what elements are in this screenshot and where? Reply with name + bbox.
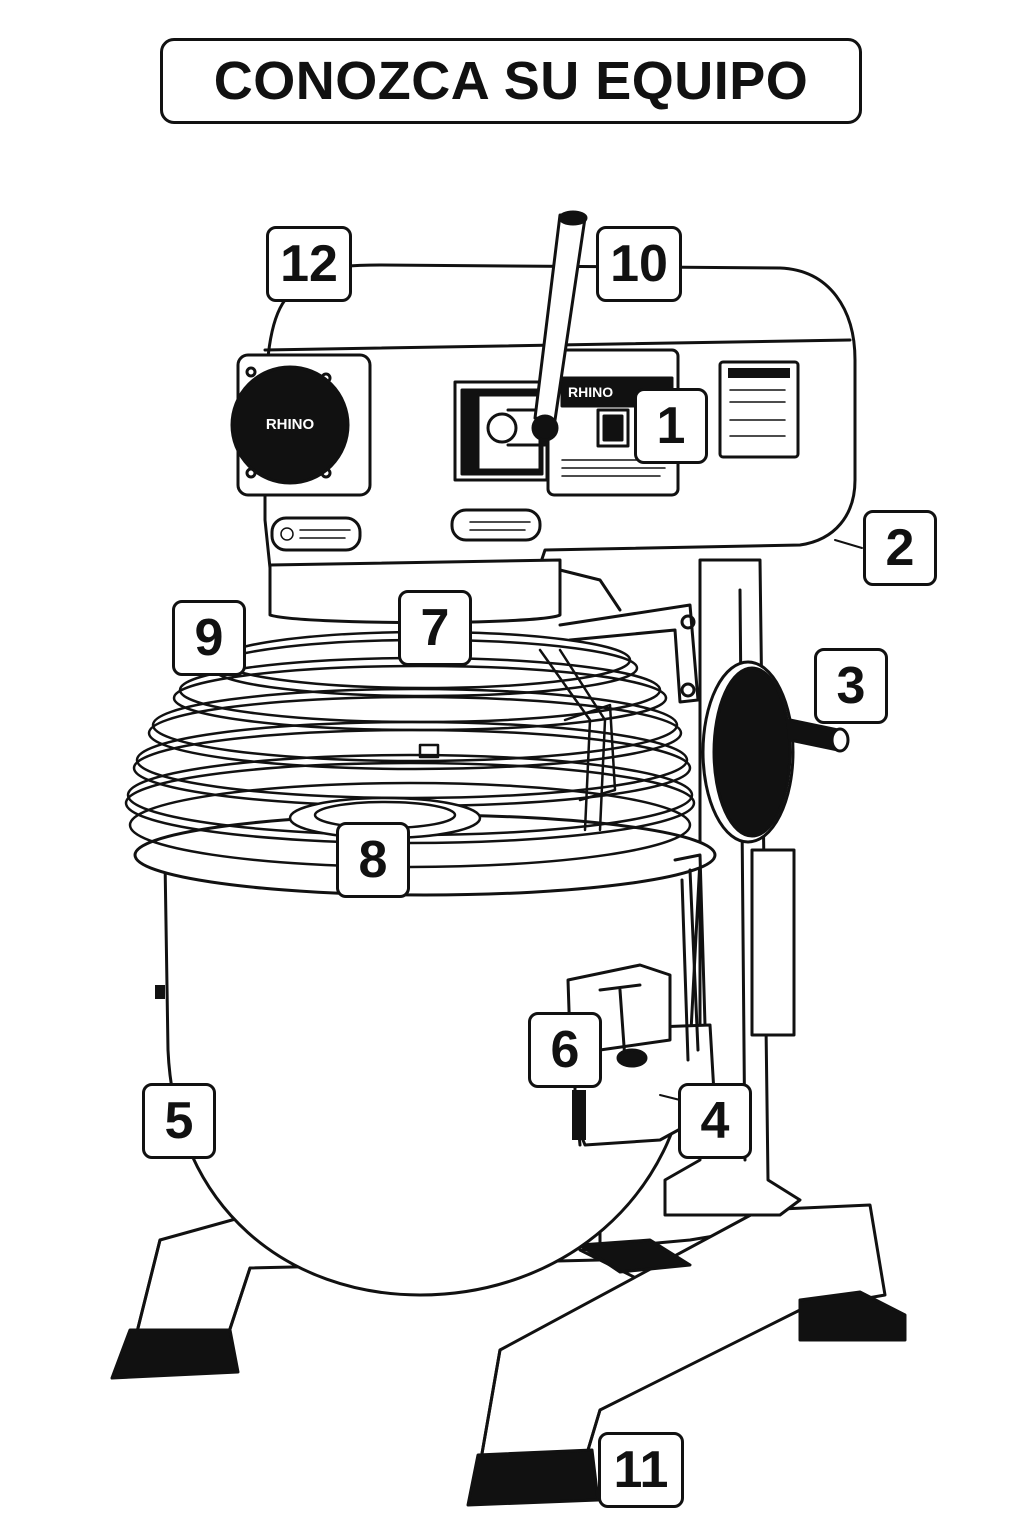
callout-1: 1 xyxy=(634,388,708,464)
foot-rear-right xyxy=(578,1238,692,1274)
bowl-lift-handwheel xyxy=(701,660,850,844)
callout-2: 2 xyxy=(863,510,937,586)
callout-7: 7 xyxy=(398,590,472,666)
callout-6: 6 xyxy=(528,1012,602,1088)
page-title: CONOZCA SU EQUIPO xyxy=(160,38,862,124)
callout-4: 4 xyxy=(678,1083,752,1159)
callout-9: 9 xyxy=(172,600,246,676)
mixing-bowl xyxy=(133,813,717,1297)
foot-back xyxy=(798,1290,907,1342)
callout-8: 8 xyxy=(336,822,410,898)
callout-12: 12 xyxy=(266,226,352,302)
callout-11: 11 xyxy=(598,1432,684,1508)
brand-logo-badge: RHINO xyxy=(265,416,315,433)
mixer-head xyxy=(230,210,857,624)
callout-5: 5 xyxy=(142,1083,216,1159)
callout-3: 3 xyxy=(814,648,888,724)
callout-10: 10 xyxy=(596,226,682,302)
guard-arm xyxy=(558,603,700,704)
brand-logo-panel: RHINO xyxy=(568,384,614,400)
foot-front xyxy=(466,1448,600,1507)
foot-left xyxy=(110,1328,240,1380)
